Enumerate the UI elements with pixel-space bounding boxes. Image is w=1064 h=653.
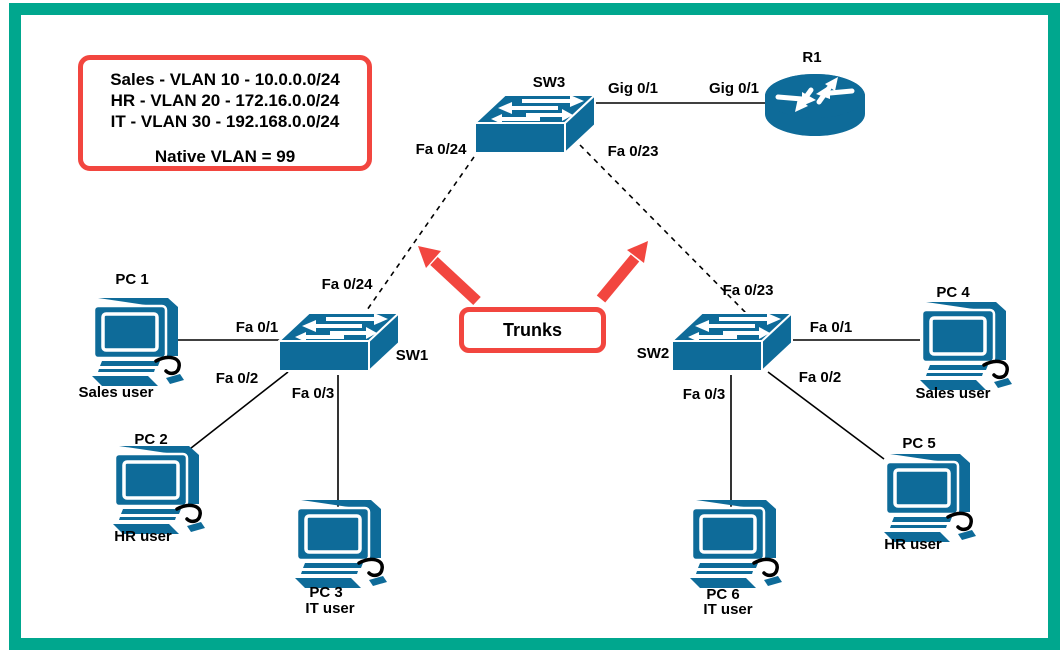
label-pc6: PC 6	[706, 586, 740, 603]
label-pc1-user: Sales user	[78, 384, 154, 401]
label-pc2: PC 2	[134, 431, 168, 448]
port-label-sw2-fa023: Fa 0/23	[722, 282, 774, 299]
port-label-sw3-fa024: Fa 0/24	[415, 141, 467, 158]
legend-native-vlan: Native VLAN = 99	[154, 147, 296, 166]
label-pc5-user: HR user	[884, 536, 942, 553]
port-label-sw1-fa02: Fa 0/2	[215, 370, 259, 387]
port-label-sw1-fa03: Fa 0/3	[291, 385, 335, 402]
pc-icon-pc1	[84, 296, 190, 388]
trunk-arrow-left	[418, 246, 481, 306]
pc-icon-pc5	[876, 452, 982, 544]
port-label-sw2-fa02: Fa 0/2	[798, 369, 842, 386]
trunk-link-sw3-sw1	[366, 156, 475, 311]
trunks-label: Trunks	[502, 319, 563, 340]
label-sw2: SW2	[636, 345, 670, 362]
label-pc4-user: Sales user	[915, 385, 991, 402]
port-label-sw1-fa01: Fa 0/1	[235, 319, 279, 336]
port-label-sw1-fa024: Fa 0/24	[321, 276, 373, 293]
label-pc2-user: HR user	[114, 528, 172, 545]
legend-line-sales: Sales - VLAN 10 - 10.0.0.0/24	[110, 70, 340, 89]
switch-icon-sw3	[470, 88, 600, 160]
port-label-sw2-fa03: Fa 0/3	[682, 386, 726, 403]
legend-line-it: IT - VLAN 30 - 192.168.0.0/24	[110, 112, 340, 131]
label-sw3: SW3	[532, 74, 566, 91]
port-label-sw3-fa023: Fa 0/23	[607, 143, 659, 160]
label-pc5: PC 5	[902, 435, 936, 452]
pc-icon-pc6	[682, 498, 788, 590]
pc-icon-pc2	[105, 444, 211, 536]
switch-icon-sw2	[667, 306, 797, 378]
label-pc4: PC 4	[936, 284, 970, 301]
pc-icon-pc3	[287, 498, 393, 590]
trunk-arrow-right	[596, 241, 648, 303]
label-pc1: PC 1	[115, 271, 149, 288]
link-sw1-pc2	[185, 371, 289, 453]
port-label-sw2-fa01: Fa 0/1	[809, 319, 853, 336]
label-sw1: SW1	[395, 347, 429, 364]
router-icon-r1	[764, 72, 866, 138]
vlan-legend-box: Sales - VLAN 10 - 10.0.0.0/24 HR - VLAN …	[78, 55, 372, 171]
port-label-r1-gig01: Gig 0/1	[708, 80, 760, 97]
label-pc3: PC 3	[309, 584, 343, 601]
switch-icon-sw1	[274, 306, 404, 378]
trunks-callout-box: Trunks	[459, 307, 606, 353]
pc-icon-pc4	[912, 300, 1018, 392]
label-r1: R1	[802, 49, 822, 66]
link-sw2-pc5	[767, 371, 885, 460]
port-label-sw3-gig01: Gig 0/1	[607, 80, 659, 97]
label-pc3-user: IT user	[305, 600, 355, 617]
label-pc6-user: IT user	[703, 601, 753, 618]
legend-line-hr: HR - VLAN 20 - 172.16.0.0/24	[110, 91, 340, 110]
